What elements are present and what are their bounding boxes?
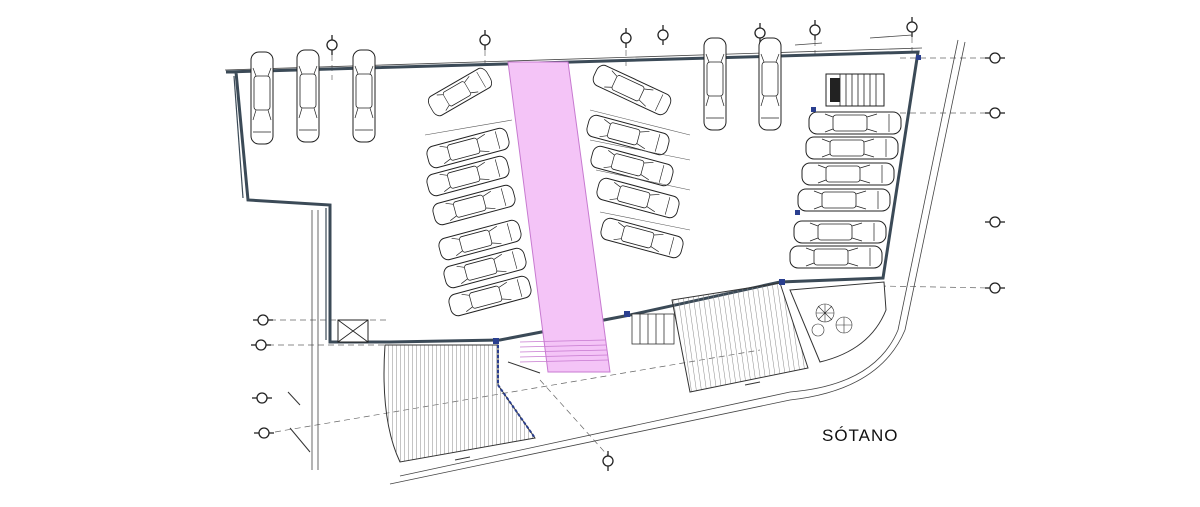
property-lines [224, 34, 966, 485]
central-ramp [507, 61, 611, 373]
dimension-marks [287, 361, 761, 461]
elevator-shaft [337, 319, 369, 343]
parking-row-top-right [704, 38, 781, 130]
column-markers [493, 55, 921, 344]
parking-dividers [424, 109, 691, 231]
planter [789, 281, 887, 363]
right-access-ramp [671, 282, 809, 393]
entrance-steps [631, 313, 675, 345]
left-access-ramp [383, 344, 536, 463]
drawing-label: SÓTANO [822, 426, 899, 445]
building-outline [225, 50, 920, 344]
stairs [825, 73, 885, 107]
parking-row-right-diagonal [584, 62, 686, 260]
parking-row-right [789, 111, 902, 269]
parking-row-top-left [251, 50, 375, 144]
